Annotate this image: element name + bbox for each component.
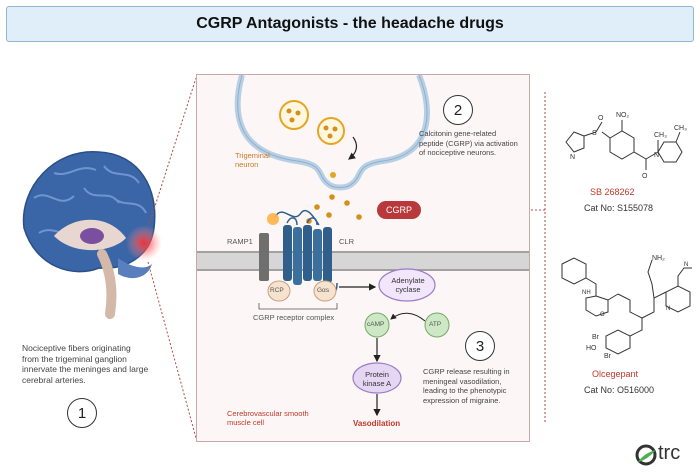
svg-text:NH: NH [582, 290, 591, 296]
trc-logo-mark-icon [635, 444, 657, 466]
step-number-2: 2 [443, 95, 473, 125]
clr-label: CLR [339, 237, 355, 246]
trigeminal-label: Trigeminal neuron [235, 151, 270, 169]
step2-text: Calcitonin gene-related peptide (CGRP) v… [419, 129, 518, 157]
left-caption: Nociceptive fibers originating from the … [22, 343, 149, 385]
step3-text: CGRP release resulting in meningeal vaso… [423, 367, 510, 405]
ramp1-label: RAMP1 [227, 237, 253, 246]
svg-text:O: O [642, 173, 648, 180]
vesicle-1 [279, 100, 309, 130]
svg-text:CH₃: CH₃ [654, 132, 667, 139]
vesicle-2 [317, 117, 345, 145]
svg-text:N: N [570, 154, 575, 161]
adenylate-label: Adenylate cyclase [391, 276, 425, 294]
camp-label: cAMP [367, 321, 385, 328]
page-title: CGRP Antagonists - the headache drugs [6, 6, 694, 42]
svg-text:HO: HO [586, 345, 597, 352]
galpha-label: Gαs [317, 287, 330, 294]
step-number-1: 1 [67, 398, 97, 428]
rcp-label: RCP [270, 287, 284, 294]
cgrp-tag-label: CGRP [385, 205, 412, 215]
brain-illustration [22, 151, 162, 319]
svg-text:N: N [684, 262, 688, 268]
svg-text:O: O [600, 312, 605, 318]
cgrp-tag: CGRP [377, 201, 421, 219]
svg-text:Br: Br [604, 353, 612, 358]
product-name-2: Olcegepant [592, 369, 639, 379]
svg-text:N: N [654, 152, 659, 159]
svg-text:NO₂: NO₂ [616, 112, 630, 119]
svg-text:Br: Br [592, 334, 600, 341]
product-cat-2: Cat No: O516000 [584, 385, 655, 395]
trc-logo-text: trc [658, 442, 681, 464]
atp-label: ATP [429, 321, 442, 328]
svg-text:CH₃: CH₃ [674, 125, 687, 132]
vasodilation-label: Vasodilation [353, 419, 401, 428]
svg-text:N: N [666, 306, 670, 312]
trc-logo: trc [634, 440, 696, 470]
product-cat-1: Cat No: S155078 [584, 203, 654, 213]
sb268262-structure: O S NO₂ O N CH₃ CH₃ N [565, 112, 687, 180]
svg-text:O: O [598, 115, 604, 122]
pka-label: Protein kinase A [362, 370, 392, 388]
product-name-1: SB 268262 [590, 187, 635, 197]
step-number-3: 3 [465, 331, 495, 361]
smooth-muscle-label: Cerebrovascular smooth muscle cell [227, 409, 309, 427]
mechanism-drawing [197, 75, 529, 417]
svg-text:S: S [592, 130, 597, 137]
mechanism-panel: Trigeminal neuron 2 Calcitonin gene-rela… [196, 74, 530, 442]
receptor-complex-label: CGRP receptor complex [253, 313, 335, 322]
svg-text:NH₂: NH₂ [652, 255, 665, 262]
olcegepant-structure: NH₂ NH O Br HO Br N N [561, 255, 692, 358]
